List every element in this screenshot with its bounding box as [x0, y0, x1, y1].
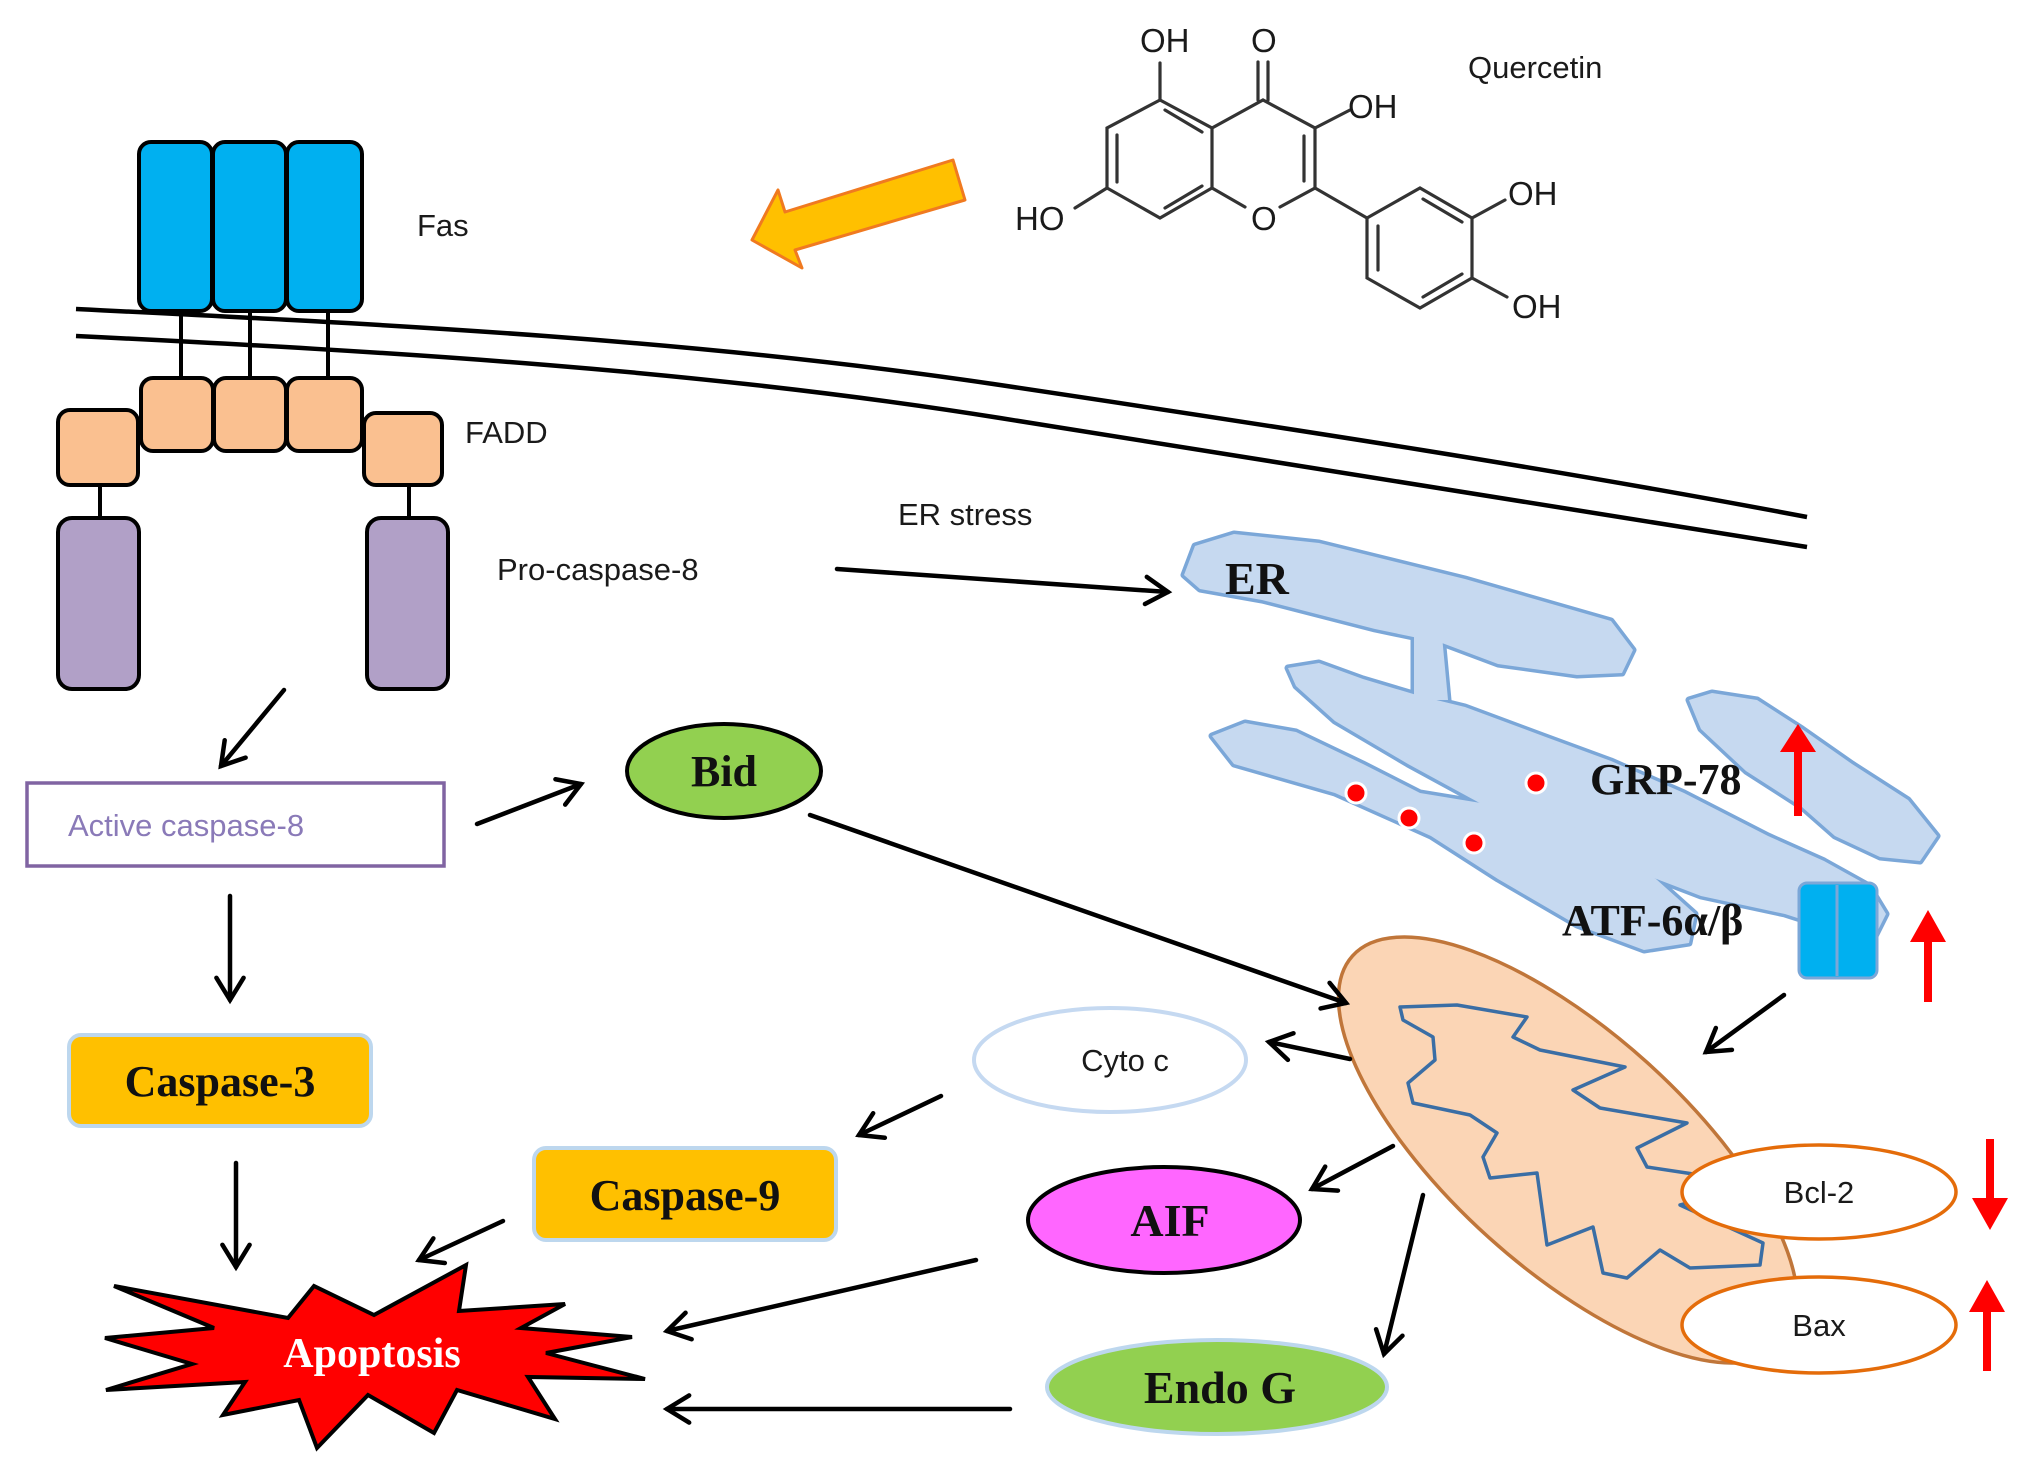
er-stress-label: ER stress	[898, 497, 1032, 532]
cyto-c-node: Cyto c	[972, 1006, 1248, 1114]
arrow-active-caspase8-to-bid	[474, 777, 586, 827]
fadd-subunit	[139, 376, 215, 453]
bax-up-arrow-icon	[1969, 1280, 2005, 1371]
pathway-arrows	[214, 566, 1787, 1425]
er-stress-dots	[1344, 771, 1548, 855]
endo-g-label: Endo G	[1144, 1362, 1296, 1413]
arrow-mitochondria-to-cyto-c	[1264, 1031, 1353, 1063]
arrow-endo-g-to-apoptosis	[662, 1393, 1013, 1425]
arrow-mitochondria-to-aif	[1308, 1143, 1396, 1193]
atom-label: HO	[1015, 200, 1065, 237]
atf6-label: ATF-6α/β	[1562, 896, 1743, 945]
er-body	[1184, 534, 1937, 950]
fas-subunit	[285, 140, 364, 313]
atf6-protein	[1797, 881, 1879, 980]
apoptosis-node: Apoptosis	[104, 1261, 646, 1452]
apoptosis-burst-icon	[104, 1261, 646, 1452]
atom-label: OH	[1140, 22, 1190, 59]
atom-label: OH	[1348, 88, 1398, 125]
grp78-label: GRP-78	[1590, 755, 1742, 804]
arrow-mitochondria-to-endo-g	[1373, 1192, 1426, 1359]
arrow-bid-to-mitochondria	[807, 812, 1351, 1011]
fadd-subunit	[362, 411, 444, 487]
quercetin-arrow-icon	[750, 158, 967, 270]
fas-receptor	[137, 140, 364, 378]
arrowhead-icon	[1318, 980, 1351, 1011]
procaspase-8-label: Pro-caspase-8	[497, 552, 699, 587]
aif-node: AIF	[1026, 1165, 1302, 1275]
arrowhead-icon	[415, 1236, 448, 1266]
bcl2-label: Bcl-2	[1784, 1175, 1855, 1210]
red-dot-icon	[1524, 771, 1548, 795]
quercetin-label: Quercetin	[1468, 50, 1602, 85]
red-dot-icon	[1344, 781, 1368, 805]
er-label: ER	[1225, 553, 1290, 604]
cell-membrane	[75, 306, 1808, 550]
procaspase-subunit	[56, 516, 141, 691]
arrow-caspase9-to-apoptosis	[415, 1218, 506, 1266]
caspase3-node: Caspase-3	[67, 1033, 373, 1128]
procaspase-8	[56, 516, 450, 691]
arrowhead-icon	[214, 975, 246, 1005]
arrowhead-icon	[220, 1242, 252, 1272]
fadd-complex	[56, 376, 444, 518]
fadd-subunit	[285, 376, 364, 453]
procaspase-subunit	[365, 516, 450, 691]
bax-node: Bax	[1680, 1275, 1958, 1375]
atom-label: O	[1251, 200, 1277, 237]
bcl2-node: Bcl-2	[1680, 1143, 1958, 1241]
apoptosis-label: Apoptosis	[283, 1331, 460, 1377]
arrowhead-icon	[1264, 1031, 1296, 1063]
atf6-up-arrow-icon	[1910, 910, 1946, 1002]
arrow-procaspase8-to-active-caspase8	[218, 687, 287, 770]
atom-label: OH	[1508, 175, 1558, 212]
fadd-subunit	[212, 376, 288, 453]
quercetin-structure: OH O OH HO O OH OH	[1015, 22, 1562, 325]
fadd-subunit	[56, 408, 140, 487]
bid-node: Bid	[625, 722, 823, 820]
cristae	[1398, 1003, 1765, 1280]
red-dot-icon	[1397, 806, 1421, 830]
arrowhead-icon	[855, 1110, 888, 1141]
arrowhead-icon	[553, 777, 586, 807]
aif-label: AIF	[1130, 1195, 1209, 1246]
endo-g-node: Endo G	[1045, 1338, 1389, 1436]
fas-subunit	[137, 140, 214, 313]
fas-label: Fas	[417, 208, 469, 243]
cyto-c-label: Cyto c	[1081, 1043, 1169, 1078]
active-caspase8-label: Active caspase-8	[68, 808, 304, 843]
bax-label: Bax	[1792, 1308, 1846, 1343]
bcl2-down-arrow-icon	[1972, 1139, 2008, 1230]
active-caspase8-node: Active caspase-8	[25, 781, 446, 868]
grp78-up-arrow-icon	[1780, 724, 1816, 816]
arrowhead-icon	[218, 738, 248, 770]
caspase9-label: Caspase-9	[590, 1171, 781, 1220]
bid-label: Bid	[691, 747, 757, 796]
atom-label: OH	[1512, 288, 1562, 325]
arrowhead-icon	[1373, 1326, 1405, 1359]
caspase3-label: Caspase-3	[125, 1057, 316, 1106]
red-dot-icon	[1462, 831, 1486, 855]
arrow-procaspase8-to-er	[834, 566, 1173, 607]
arrow-cyto-c-to-caspase9	[855, 1093, 944, 1141]
arrow-aif-to-apoptosis	[662, 1257, 979, 1342]
caspase9-node: Caspase-9	[532, 1146, 838, 1242]
arrowhead-icon	[662, 1393, 692, 1425]
arrowhead-icon	[662, 1310, 694, 1342]
fas-subunit	[211, 140, 288, 313]
fadd-label: FADD	[465, 415, 548, 450]
arrow-caspase3-to-apoptosis	[220, 1160, 252, 1272]
atom-label: O	[1251, 22, 1277, 59]
arrowhead-icon	[1142, 574, 1173, 607]
endoplasmic-reticulum	[1180, 530, 1941, 954]
arrow-atf6-to-mitochondria	[1702, 992, 1787, 1055]
arrowhead-icon	[1702, 1025, 1735, 1055]
arrow-active-caspase8-to-caspase3	[214, 893, 246, 1005]
arrowhead-icon	[1308, 1164, 1341, 1193]
